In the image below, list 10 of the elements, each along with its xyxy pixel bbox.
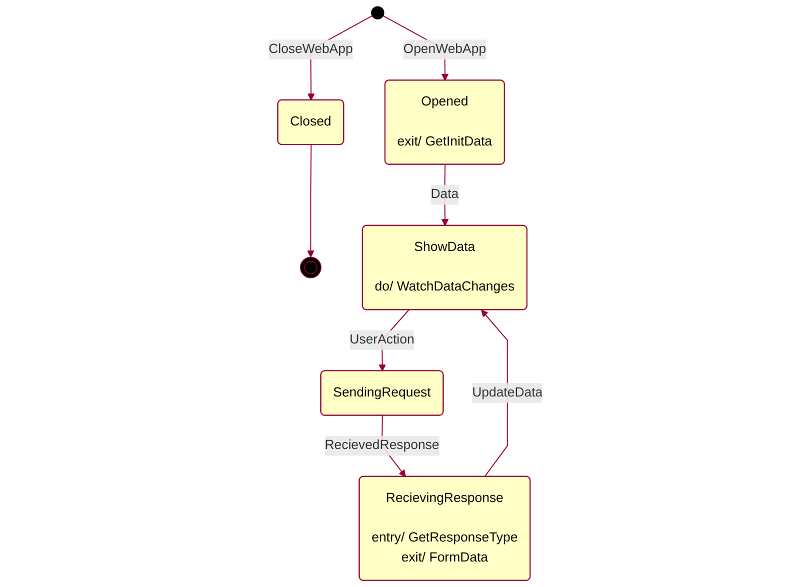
arrow — [306, 144, 314, 258]
edge-label: UpdateData — [472, 386, 542, 400]
edge-label: UserAction — [350, 332, 414, 347]
edge-label: CloseWebApp — [268, 42, 353, 56]
edge-label: OpenWebApp — [403, 42, 486, 56]
edge-label: Data — [430, 187, 459, 202]
edge-label: RecievedResponse — [324, 438, 440, 452]
arrow — [480, 310, 508, 478]
node-circle — [300, 256, 322, 278]
node-circle — [370, 6, 384, 20]
